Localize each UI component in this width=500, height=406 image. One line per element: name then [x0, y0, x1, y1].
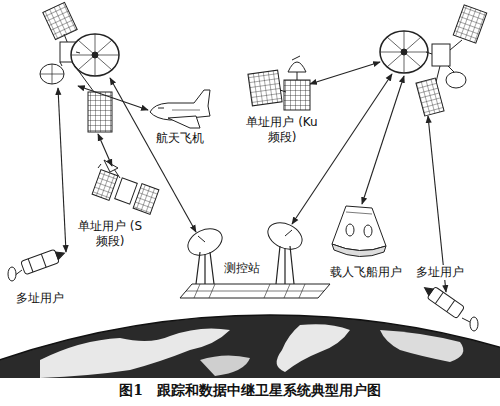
- manned-capsule: [332, 206, 386, 257]
- user-label: 航天飞机: [154, 131, 206, 146]
- user-label: 多址用户: [414, 265, 466, 280]
- multi-access-user: [421, 282, 478, 331]
- ground-station: [180, 218, 330, 298]
- user-satellite: [248, 56, 310, 110]
- user-label: 单址用户 (Ku频段): [240, 115, 324, 145]
- figure-caption: 图1 跟踪和数据中继卫星系统典型用户图: [117, 382, 383, 400]
- earth: [0, 315, 500, 378]
- user-label: 测控站: [222, 261, 262, 276]
- user-label: 多址用户: [14, 291, 66, 306]
- user-satellite: [92, 160, 159, 214]
- shuttle-icon: [150, 90, 210, 128]
- multi-access-user: [8, 247, 67, 281]
- user-label: 载人飞船用户: [328, 265, 404, 280]
- user-label: 单址用户 (S频段): [74, 219, 146, 249]
- relay-satellite: [40, 2, 119, 132]
- link-arrows: [58, 62, 446, 292]
